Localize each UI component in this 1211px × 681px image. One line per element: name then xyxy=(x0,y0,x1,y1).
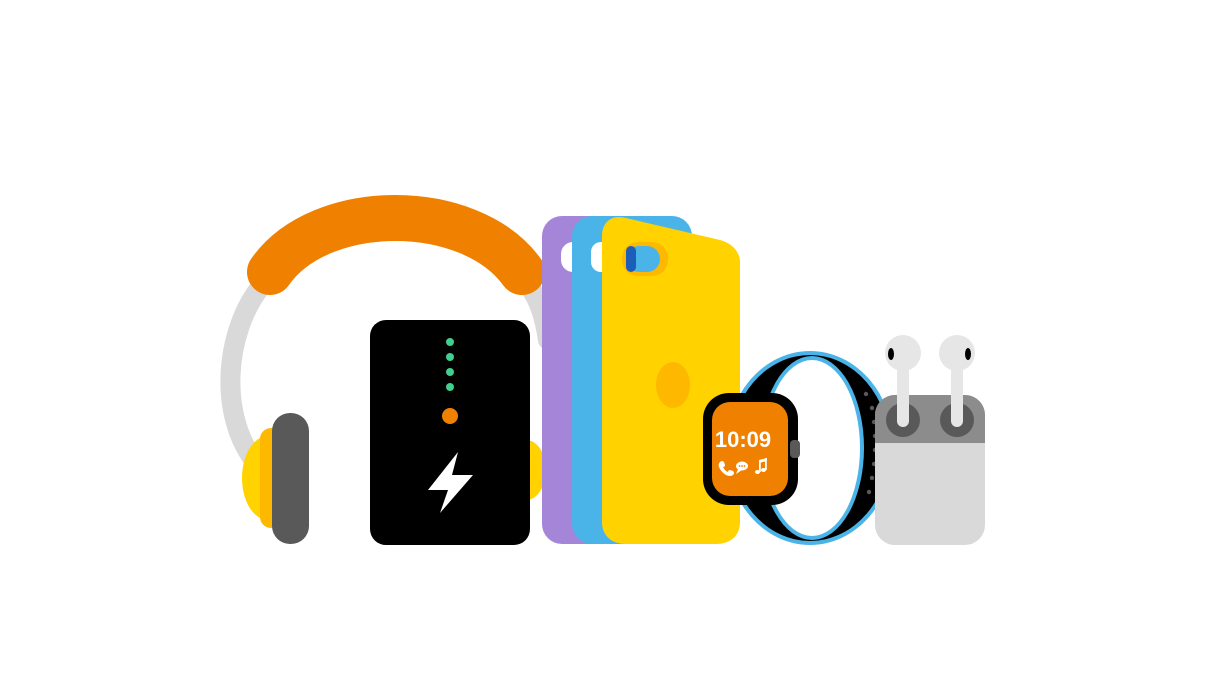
smartwatch: 10:09 xyxy=(703,351,894,545)
phone-icon xyxy=(718,461,734,476)
logo-spot xyxy=(656,362,690,408)
charge-dot xyxy=(446,353,454,361)
headphones-headband xyxy=(247,195,545,295)
chat-icon xyxy=(736,461,748,474)
power-bank-body xyxy=(370,320,530,545)
earbud-stem xyxy=(951,365,963,427)
charge-dot-active xyxy=(442,408,458,424)
earbud-speaker xyxy=(888,348,894,360)
camera-lens-edge xyxy=(626,246,636,272)
headphones xyxy=(220,195,558,544)
watch-crown xyxy=(790,440,800,458)
earbud-speaker xyxy=(965,348,971,360)
music-note-icon xyxy=(755,458,767,474)
earbud-stem xyxy=(897,365,909,427)
earbud-left xyxy=(885,335,921,371)
charge-dot xyxy=(446,368,454,376)
power-bank xyxy=(370,320,530,545)
earbuds-with-case xyxy=(875,335,985,545)
charge-dot xyxy=(446,383,454,391)
charge-dot xyxy=(446,338,454,346)
lightning-bolt-icon xyxy=(428,452,473,513)
earbud-right xyxy=(939,335,975,371)
headphones-side-arc xyxy=(220,275,272,480)
watch-time: 10:09 xyxy=(715,427,771,452)
left-ear-cup xyxy=(272,413,309,544)
